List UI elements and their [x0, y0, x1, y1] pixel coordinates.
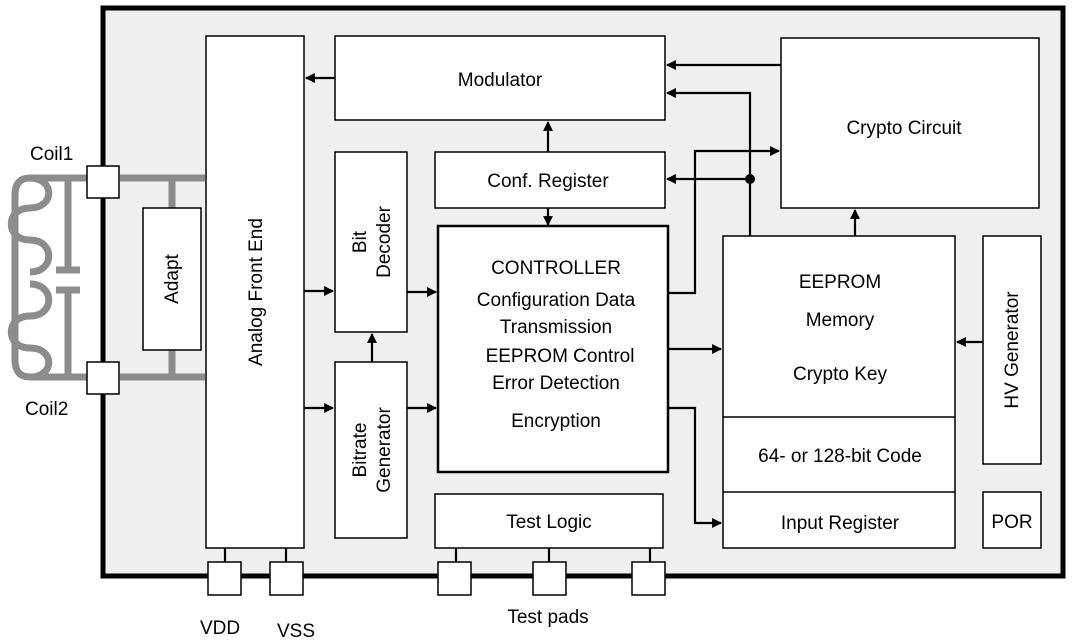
- test-logic-block: [434, 493, 664, 549]
- eeprom-label: EEPROM: [799, 272, 881, 293]
- modulator-block: [334, 35, 666, 121]
- eeprom-memory-label: Memory: [806, 310, 875, 331]
- vdd-label: VDD: [200, 618, 240, 639]
- bitrate-generator-block: [334, 361, 408, 539]
- por-label: POR: [991, 512, 1032, 533]
- bit-decoder-label-2: Decoder: [374, 205, 395, 277]
- eeprom-block: [722, 235, 956, 549]
- coil2-pad: [86, 361, 120, 395]
- coil1-pad: [86, 165, 120, 199]
- vss-pad: [269, 561, 304, 596]
- code-label: 64- or 128-bit Code: [758, 446, 922, 467]
- por-block: [982, 491, 1042, 549]
- conf-register-block: [434, 151, 666, 209]
- controller-line-2: Transmission: [500, 317, 612, 338]
- antenna-coil: [7, 174, 205, 381]
- analog-front-end-label: Analog Front End: [246, 218, 267, 366]
- controller-line-4: Error Detection: [492, 373, 620, 394]
- coil1-label: Coil1: [30, 144, 73, 165]
- crypto-circuit-block: [780, 37, 1040, 209]
- test-pad-2: [532, 561, 567, 596]
- bit-decoder-block: [334, 151, 408, 333]
- controller-title: CONTROLLER: [491, 258, 621, 279]
- adapt-block: [142, 207, 202, 351]
- bitrate-generator-label-1: Bitrate: [350, 423, 371, 478]
- signal-wires: [223, 60, 983, 562]
- test-logic-label: Test Logic: [506, 512, 592, 533]
- conf-register-label: Conf. Register: [487, 171, 609, 192]
- vdd-pad: [207, 561, 242, 596]
- crypto-circuit-label: Crypto Circuit: [846, 118, 962, 139]
- adapt-label: Adapt: [162, 253, 183, 303]
- hv-generator-block: [982, 235, 1042, 465]
- input-register-label: Input Register: [781, 513, 900, 534]
- bit-decoder-label-1: Bit: [350, 230, 371, 253]
- test-pad-3: [631, 561, 666, 596]
- modulator-label: Modulator: [458, 70, 543, 91]
- coil2-label: Coil2: [25, 399, 68, 420]
- vss-label: VSS: [277, 621, 315, 640]
- controller-line-1: Configuration Data: [477, 290, 636, 311]
- test-pad-1: [437, 561, 472, 596]
- crypto-key-label: Crypto Key: [793, 364, 887, 385]
- controller-line-3: EEPROM Control: [486, 346, 635, 367]
- controller-block: [436, 224, 670, 474]
- bitrate-generator-label-2: Generator: [374, 407, 395, 493]
- analog-front-end-block: [205, 35, 305, 549]
- controller-line-5: Encryption: [511, 411, 601, 432]
- test-pads-label: Test pads: [507, 607, 588, 628]
- hv-generator-label: HV Generator: [1002, 291, 1023, 409]
